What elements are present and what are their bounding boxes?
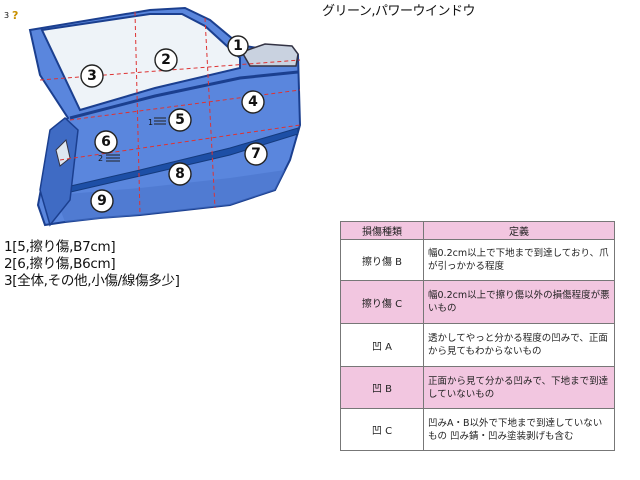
legend-definition: 正面から見て分かる凹みで、下地まで到達していないもの — [423, 366, 615, 409]
legend-type: 凹 C — [340, 408, 424, 451]
panel-number-7: 7 — [251, 146, 261, 162]
panel-number-2: 2 — [161, 52, 171, 68]
vehicle-caption: グリーン,パワーウインドウ — [322, 4, 475, 19]
legend-definition: 幅0.2cm以上で擦り傷以外の損傷程度が悪いもの — [423, 280, 615, 324]
svg-text:1: 1 — [148, 118, 153, 127]
legend-type: 凹 B — [340, 366, 424, 409]
svg-text:?: ? — [12, 9, 18, 22]
damage-notes: 1[5,擦り傷,B7cm] 2[6,擦り傷,B6cm] 3[全体,その他,小傷/… — [4, 239, 180, 290]
legend-definition: 凹みA・B以外で下地まで到達していないもの 凹み錆・凹み塗装剥げも含む — [423, 408, 615, 451]
panel-number-6: 6 — [101, 134, 111, 150]
side-mirror — [240, 43, 299, 67]
question-key-icon: ? — [12, 9, 18, 22]
corner-number: 3 — [4, 11, 9, 20]
svg-text:2: 2 — [98, 154, 103, 163]
legend-definition: 幅0.2cm以上で下地まで到達しており、爪が引っかかる程度 — [423, 239, 615, 281]
panel-number-5: 5 — [175, 112, 185, 128]
panel-number-4: 4 — [248, 94, 258, 110]
damage-marker-2: 2 — [98, 154, 120, 163]
damage-legend-table: 損傷種類 定義 擦り傷 B 幅0.2cm以上で下地まで到達しており、爪が引っかか… — [340, 221, 615, 451]
legend-type: 凹 A — [340, 323, 424, 367]
legend-type: 擦り傷 C — [340, 280, 424, 324]
damage-note: 2[6,擦り傷,B6cm] — [4, 256, 116, 272]
panel-number-3: 3 — [87, 68, 97, 84]
legend-definition: 透かしてやっと分かる程度の凹みで、正面から見てもわからないもの — [423, 323, 615, 367]
panel-number-8: 8 — [175, 166, 185, 182]
panel-number-9: 9 — [97, 193, 107, 209]
door-diagram: 3 ? 1 2 3 4 5 6 7 8 — [4, 6, 302, 227]
damage-note: 3[全体,その他,小傷/線傷多少] — [4, 273, 180, 289]
damage-note: 1[5,擦り傷,B7cm] — [4, 239, 116, 255]
legend-header-definition: 定義 — [423, 221, 615, 240]
panel-number-1: 1 — [233, 38, 243, 54]
damage-marker-1: 1 — [148, 117, 166, 127]
side-molding — [61, 127, 299, 195]
legend-header-type: 損傷種類 — [340, 221, 424, 240]
legend-type: 擦り傷 B — [340, 239, 424, 281]
